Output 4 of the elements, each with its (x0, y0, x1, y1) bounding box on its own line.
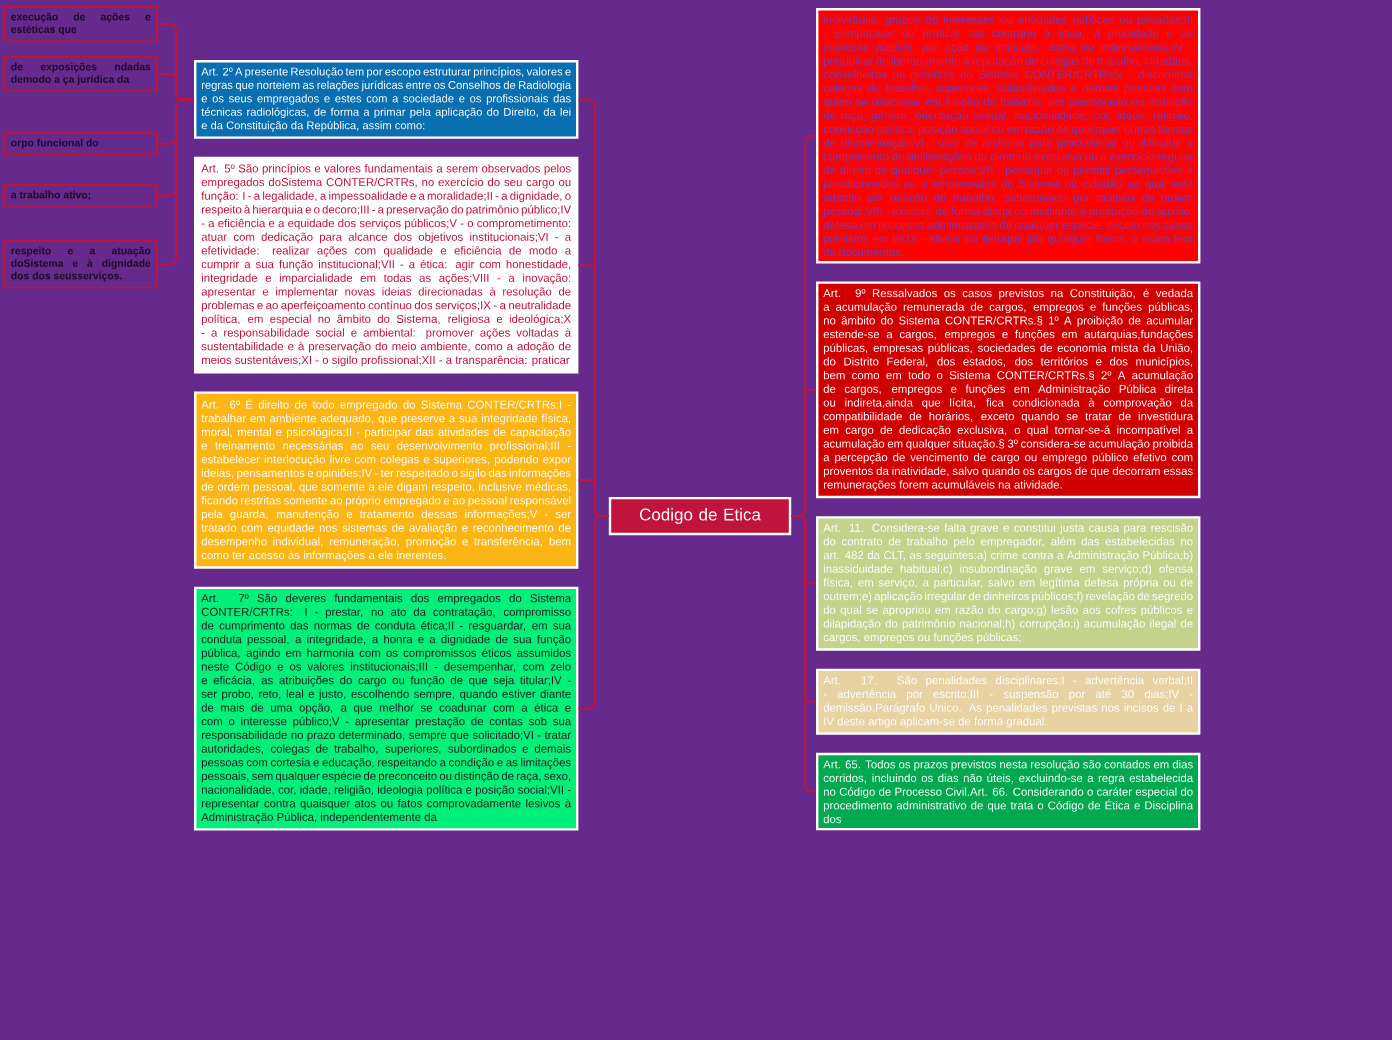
connector-line (577, 515, 610, 710)
topic-box: Codigo de Etica (608, 496, 792, 536)
connector-line (156, 98, 195, 266)
connector-line (790, 515, 817, 793)
